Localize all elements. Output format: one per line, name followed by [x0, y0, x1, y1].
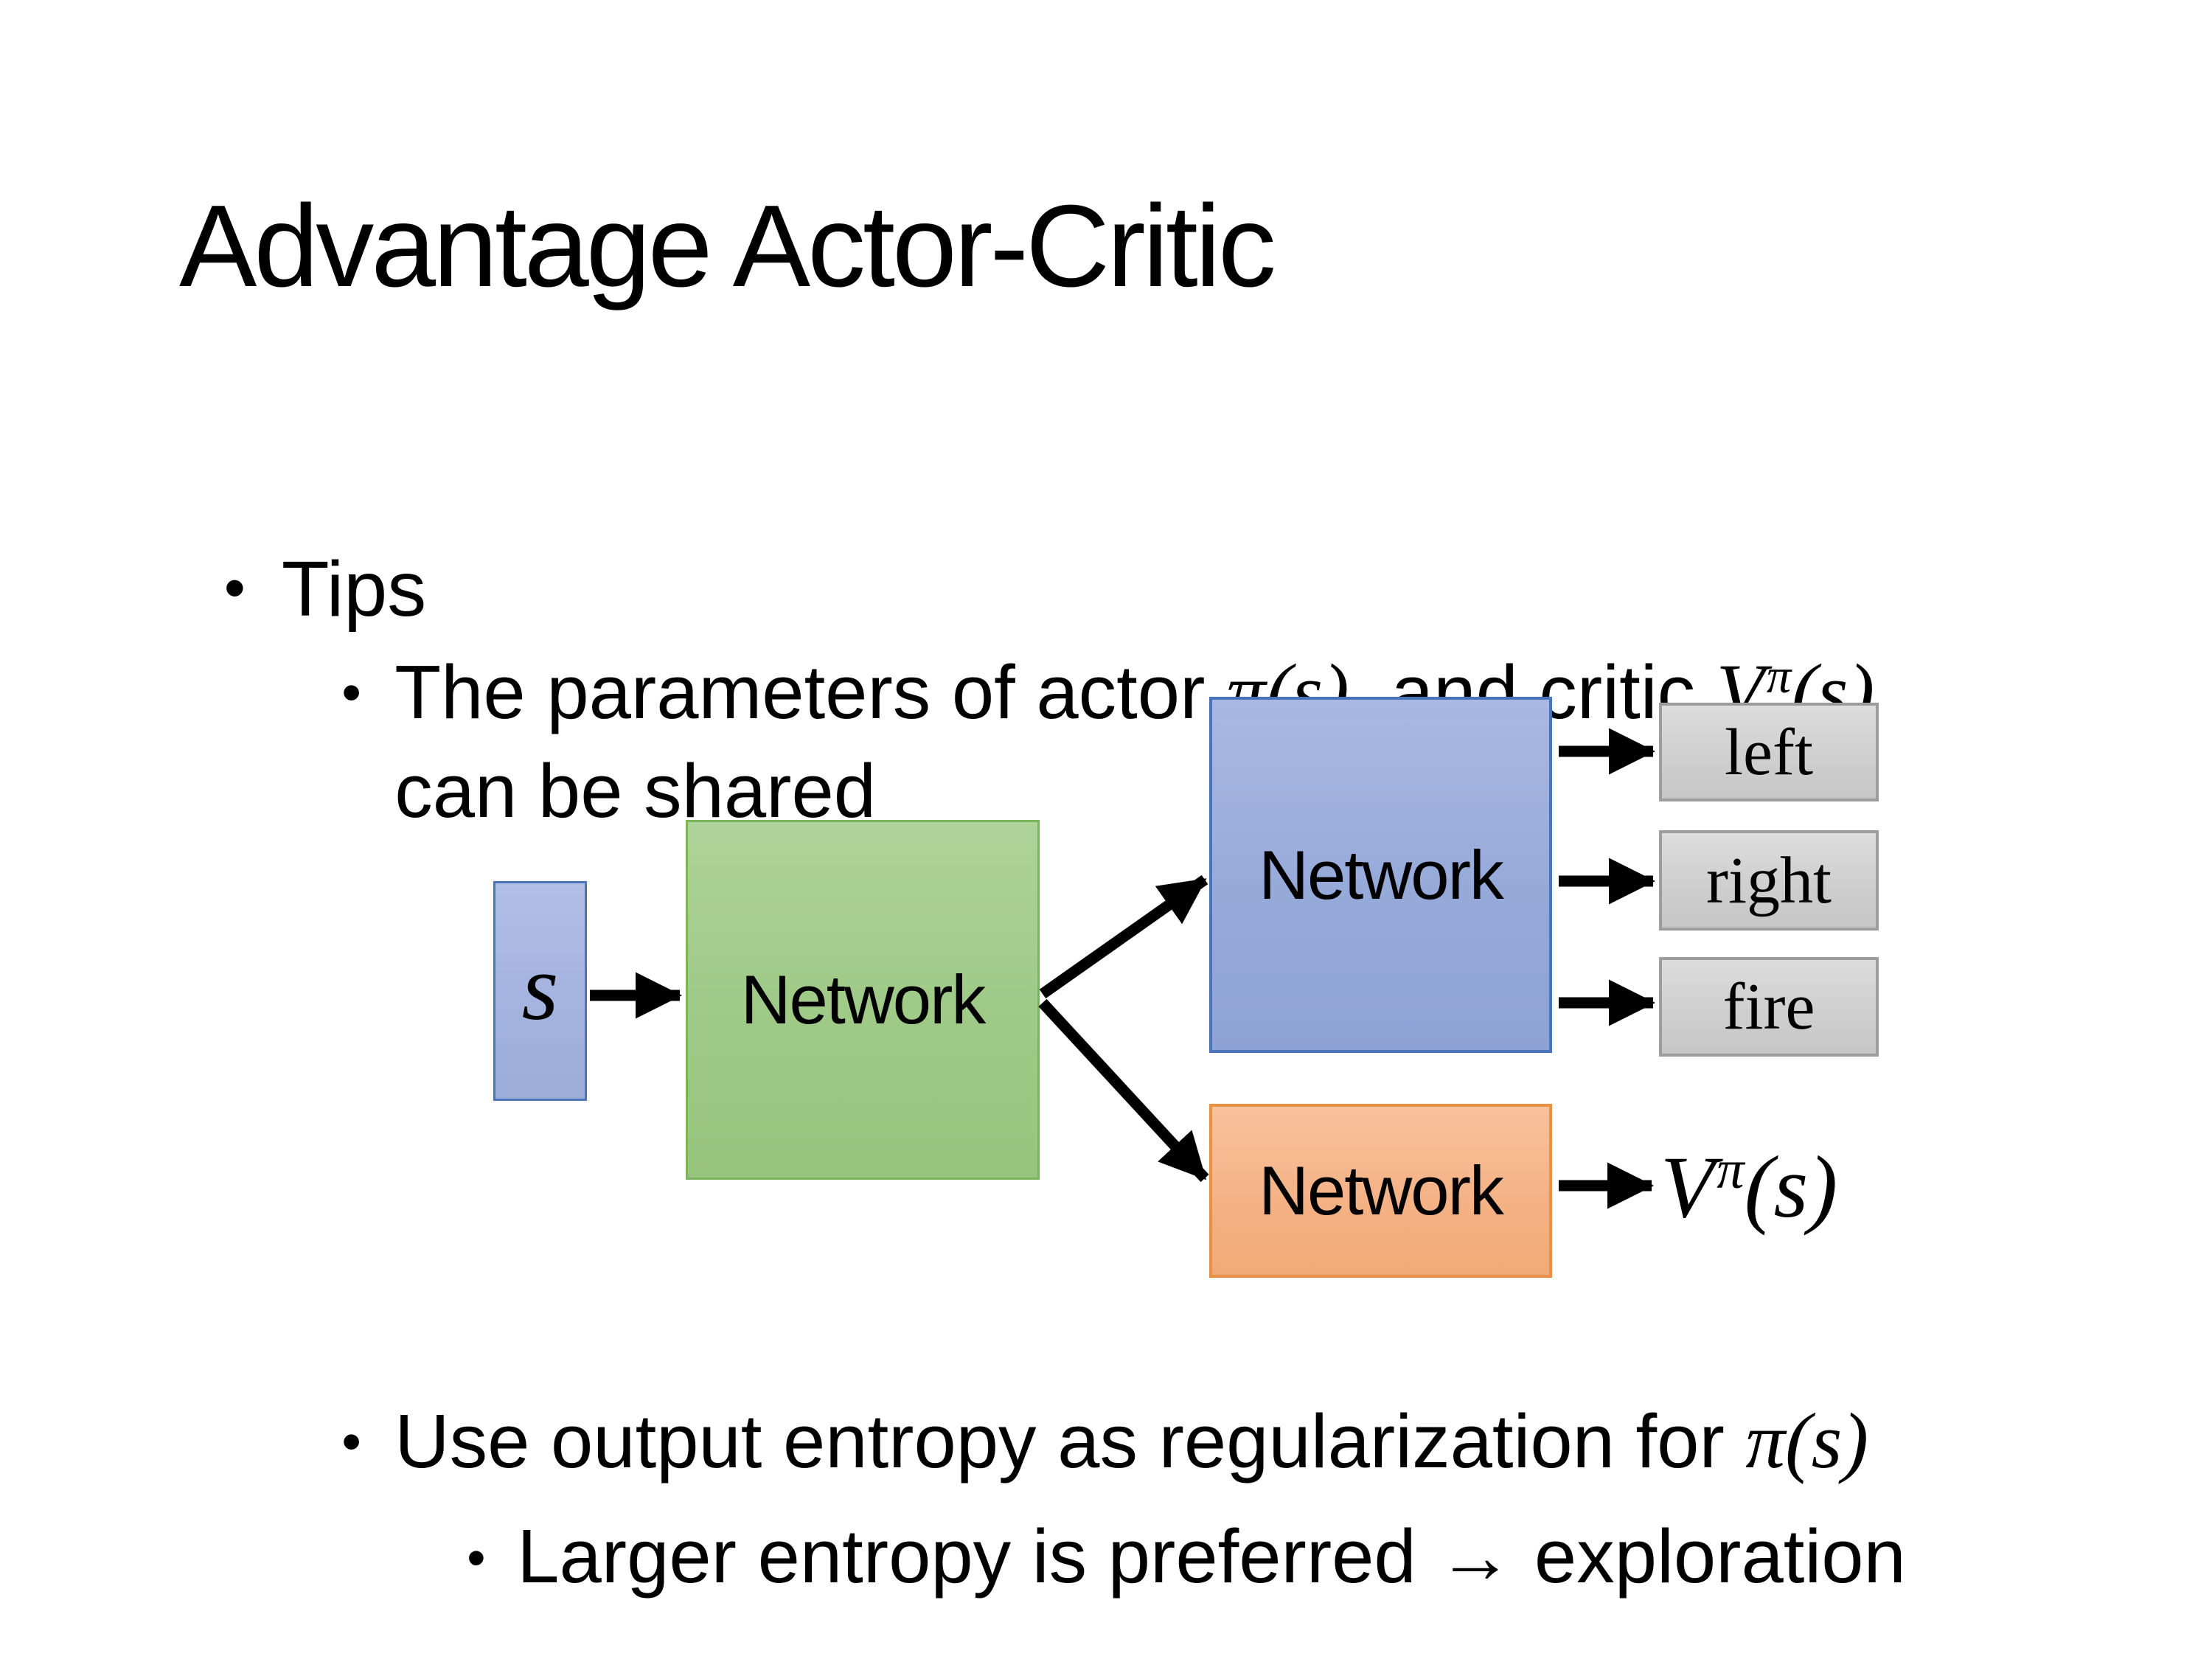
slide-title: Advantage Actor-Critic [179, 181, 1276, 311]
action-left-label: left [1725, 715, 1813, 789]
action-fire-label: fire [1722, 970, 1815, 1043]
critic-network-label: Network [1259, 1152, 1504, 1229]
actor-network-label: Network [1259, 835, 1504, 914]
bullet-glyph: • [467, 1528, 486, 1588]
action-right-label: right [1706, 844, 1832, 917]
bullet-glyph: • [341, 1410, 361, 1473]
arrow-shared-to-critic [1038, 998, 1209, 1183]
value-output-label: Vπ(s) [1660, 1138, 1838, 1236]
actor-network-box: Network [1209, 697, 1552, 1053]
action-box-left: left [1659, 703, 1879, 801]
state-label: s [521, 934, 559, 1040]
arrow-shared-to-actor [1039, 874, 1208, 999]
shared-network-label: Network [740, 961, 987, 1038]
pi-superscript: π [1717, 1140, 1745, 1201]
shared-prefix: The parameters of actor [394, 649, 1227, 734]
state-input-box: s [493, 881, 587, 1101]
shared-line2: can be shared [394, 748, 877, 833]
critic-network-box: Network [1209, 1104, 1552, 1278]
entropy-prefix: Use output entropy as regularization for [394, 1398, 1746, 1484]
bullet-larger-entropy: • Larger entropy is preferred → explorati… [425, 1414, 1906, 1604]
action-box-right: right [1659, 830, 1879, 931]
shared-network-box: Network [686, 820, 1040, 1180]
bullet-shared-parameters-line2: can be shared [352, 649, 876, 839]
larger-entropy-text: Larger entropy is preferred → exploratio… [517, 1513, 1906, 1599]
action-box-fire: fire [1659, 957, 1879, 1057]
pi-superscript: π [1766, 650, 1792, 704]
bullet-glyph: • [223, 552, 246, 622]
bullet-tips: • Tips [181, 442, 426, 638]
policy-math: π(s) [1745, 1397, 1869, 1485]
bullet-entropy-regularization: • Use output entropy as regularization fo… [299, 1298, 1868, 1492]
bullet-glyph: • [341, 661, 361, 724]
tips-label: Tips [281, 545, 427, 633]
